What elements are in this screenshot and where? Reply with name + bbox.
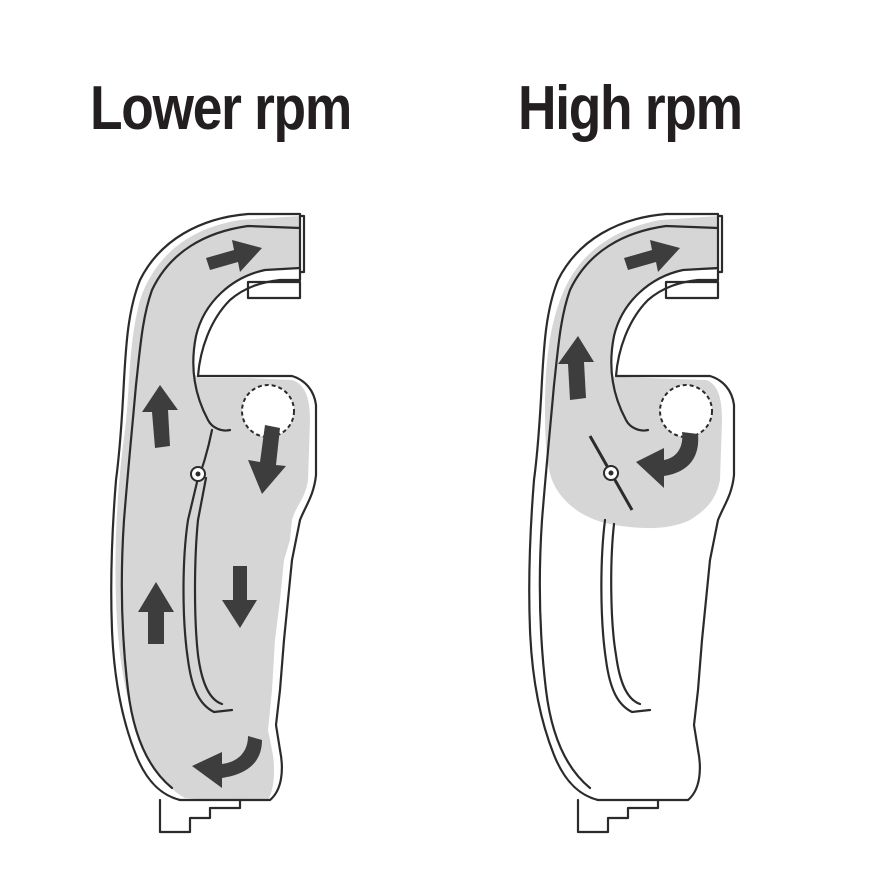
lower-rpm-flow-arrows [138, 240, 286, 788]
arrow-icon [206, 240, 262, 272]
arrow-icon [248, 425, 286, 494]
high-rpm-air-region [545, 216, 722, 529]
lower-rpm-intake-port [241, 384, 295, 438]
lower-rpm-outer-wall [110, 212, 318, 802]
arrow-icon [142, 385, 178, 448]
high-rpm-inner-wall-lower [538, 224, 720, 790]
lower-rpm-divider-inner [193, 476, 224, 706]
high-rpm-bottom-flange [576, 798, 660, 834]
high-rpm-intake-port [659, 384, 713, 438]
arrow-icon [138, 582, 174, 644]
lower-rpm-top-flange [246, 214, 306, 300]
high-rpm-inner-wall [610, 266, 720, 432]
high-rpm-top-flange [664, 214, 724, 300]
valve-pivot-icon [190, 466, 206, 482]
lower-rpm-inner-wall [192, 266, 302, 432]
high-rpm-panel [528, 212, 736, 834]
arrow-icon [558, 336, 594, 400]
arrow-icon [636, 432, 699, 488]
high-rpm-outer-wall [528, 212, 736, 802]
panel-title-lower-rpm: Lower rpm [90, 74, 352, 143]
arrow-icon [222, 566, 257, 628]
lower-rpm-air-region [115, 216, 310, 800]
lower-rpm-inner-wall-lower [120, 224, 302, 790]
high-rpm-divider [600, 518, 652, 714]
high-rpm-divider-inner [610, 522, 642, 706]
arrow-icon [624, 240, 680, 272]
high-rpm-flow-arrows [558, 240, 699, 488]
lower-rpm-bottom-flange [158, 798, 242, 834]
panel-title-high-rpm: High rpm [518, 74, 743, 143]
lower-rpm-panel [110, 212, 318, 834]
valve-pivot-icon [603, 465, 619, 481]
lower-rpm-divider [182, 428, 234, 714]
arrow-icon [192, 736, 262, 788]
